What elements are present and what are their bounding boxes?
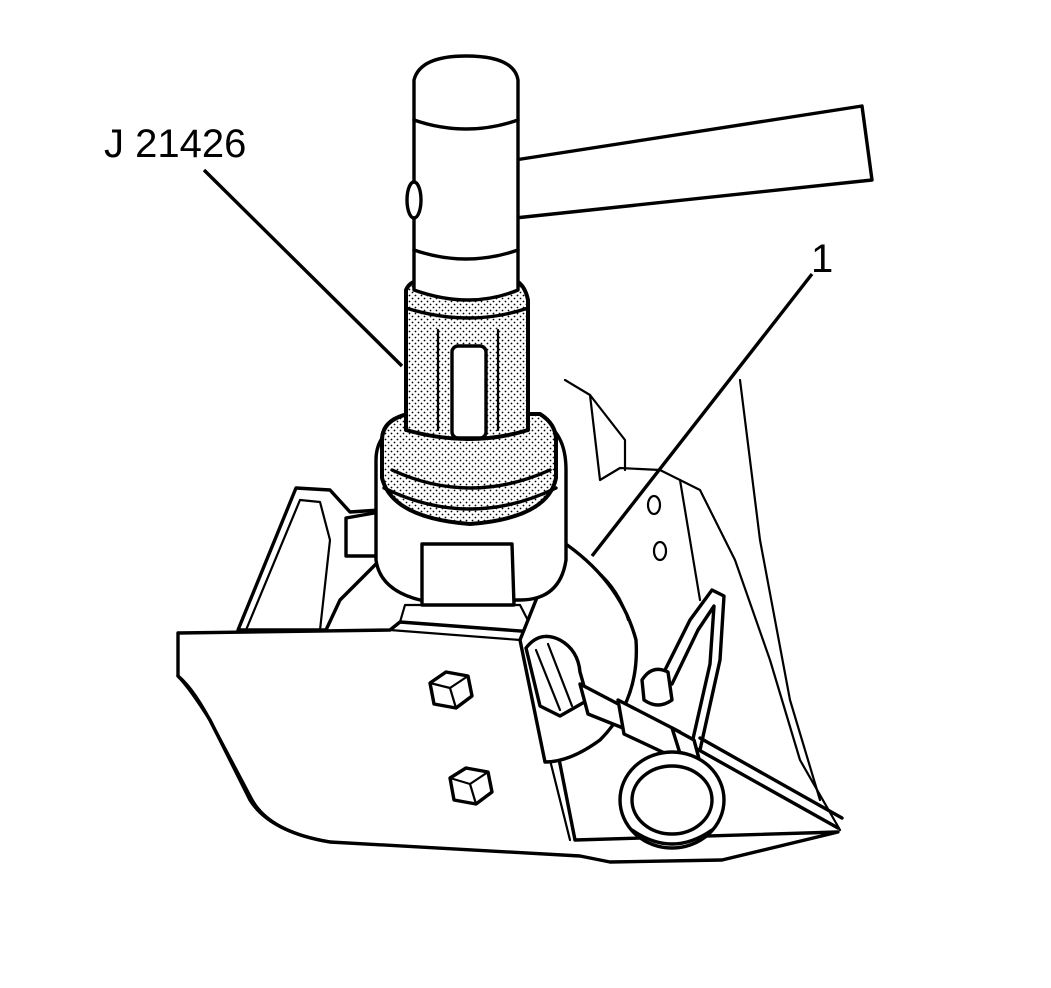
bolt-head-upper xyxy=(428,670,474,710)
vehicle-frame xyxy=(563,378,842,832)
bushing xyxy=(618,750,726,850)
hammer-head xyxy=(405,54,520,302)
part-1-callout-label: 1 xyxy=(811,237,833,281)
hammer-handle xyxy=(513,104,874,220)
tool-callout-leader xyxy=(202,168,404,368)
brake-line xyxy=(640,588,844,830)
bolt-head-lower xyxy=(448,766,494,806)
tool-callout-label: J 21426 xyxy=(104,122,246,166)
lower-control-arm xyxy=(176,603,840,864)
part-1-callout-leader xyxy=(590,272,814,558)
tool-j21426 xyxy=(380,278,558,526)
